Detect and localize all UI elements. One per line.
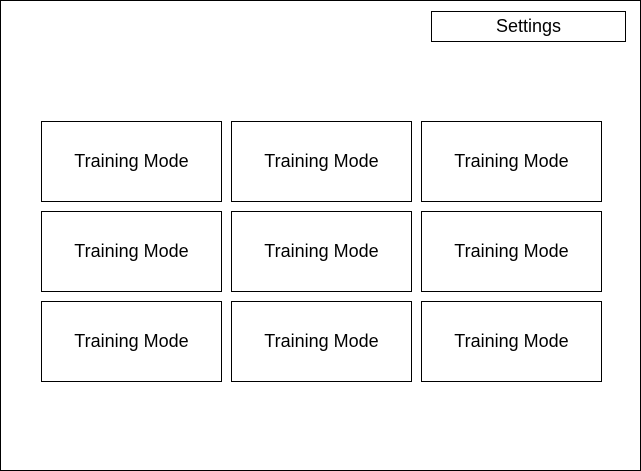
training-mode-tile-6[interactable]: Training Mode bbox=[421, 211, 602, 292]
training-mode-tile-8[interactable]: Training Mode bbox=[231, 301, 412, 382]
settings-button-label: Settings bbox=[495, 16, 562, 36]
tile-label: Training Mode bbox=[264, 151, 379, 171]
tile-label: Training Mode bbox=[74, 331, 189, 351]
tile-label: Training Mode bbox=[264, 331, 379, 351]
tile-label: Training Mode bbox=[74, 241, 189, 261]
tile-label: Training Mode bbox=[454, 241, 569, 261]
training-mode-tile-1[interactable]: Training Mode bbox=[41, 121, 222, 202]
training-mode-tile-2[interactable]: Training Mode bbox=[231, 121, 412, 202]
training-mode-tile-4[interactable]: Training Mode bbox=[41, 211, 222, 292]
training-mode-tile-3[interactable]: Training Mode bbox=[421, 121, 602, 202]
training-mode-tile-5[interactable]: Training Mode bbox=[231, 211, 412, 292]
tile-label: Training Mode bbox=[454, 151, 569, 171]
tile-label: Training Mode bbox=[74, 151, 189, 171]
training-mode-tile-7[interactable]: Training Mode bbox=[41, 301, 222, 382]
settings-button[interactable]: Settings bbox=[431, 11, 626, 42]
training-mode-grid: Training Mode Training Mode Training Mod… bbox=[41, 121, 602, 382]
tile-label: Training Mode bbox=[264, 241, 379, 261]
training-mode-tile-9[interactable]: Training Mode bbox=[421, 301, 602, 382]
tile-label: Training Mode bbox=[454, 331, 569, 351]
